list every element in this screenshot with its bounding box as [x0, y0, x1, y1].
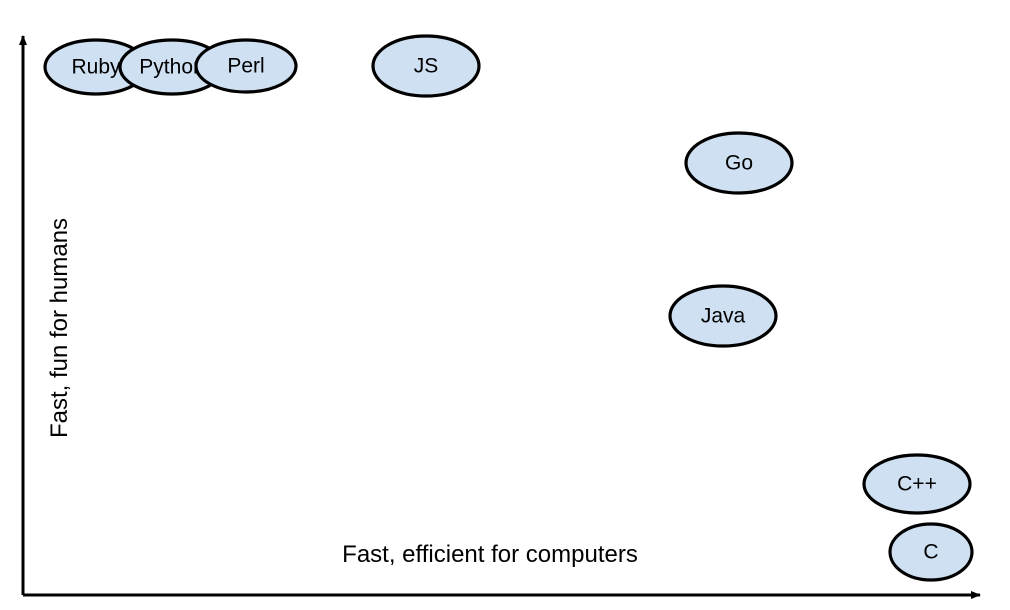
go-ellipse[interactable]	[684, 131, 794, 195]
perl-label: Perl	[227, 55, 264, 78]
node-python[interactable]: Python	[118, 38, 226, 96]
c-ellipse[interactable]	[888, 522, 974, 582]
python-label: Python	[139, 56, 204, 79]
y-axis-label: Fast, fun for humans	[46, 218, 73, 438]
node-go[interactable]: Go	[684, 131, 794, 195]
node-js[interactable]: JS	[371, 34, 481, 98]
node-java[interactable]: Java	[668, 284, 778, 348]
cpp-label: C++	[897, 473, 937, 496]
node-c[interactable]: C	[888, 522, 974, 582]
java-ellipse[interactable]	[668, 284, 778, 348]
c-label: C	[923, 541, 938, 564]
go-label: Go	[725, 152, 753, 175]
node-cpp[interactable]: C++	[862, 453, 972, 515]
axes-group	[19, 35, 981, 599]
ruby-label: Ruby	[71, 56, 121, 79]
js-ellipse[interactable]	[371, 34, 481, 98]
node-perl[interactable]: Perl	[194, 38, 298, 94]
js-label: JS	[414, 55, 439, 78]
node-ruby[interactable]: Ruby	[43, 38, 149, 96]
java-label: Java	[701, 305, 746, 328]
x-axis-label: Fast, efficient for computers	[342, 541, 638, 568]
perl-ellipse[interactable]	[194, 38, 298, 94]
cpp-ellipse[interactable]	[862, 453, 972, 515]
